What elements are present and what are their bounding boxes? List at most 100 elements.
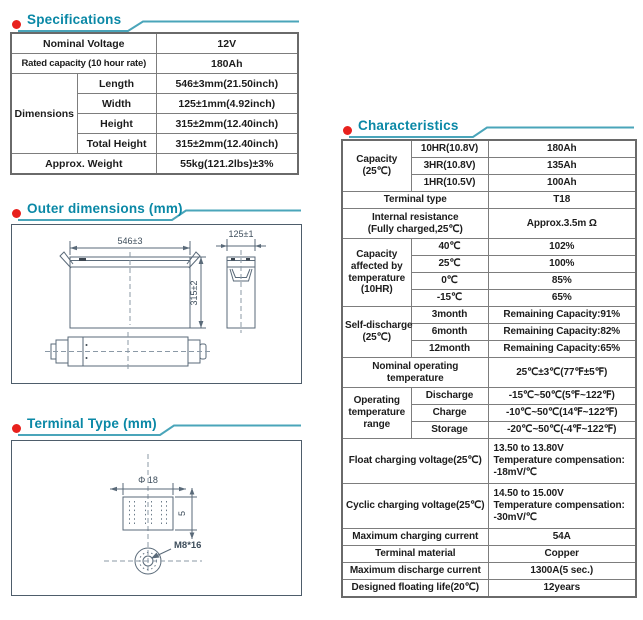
- value-line: Temperature compensation:: [493, 500, 625, 512]
- terminal-type-section-header: Terminal Type (mm): [10, 415, 302, 439]
- characteristics-section-header: Characteristics: [341, 117, 635, 141]
- label-line: Internal resistance: [372, 211, 459, 223]
- terminal-thread-label: M8*16: [174, 540, 201, 551]
- nominal-temp-label-cell: Nominal operating temperature: [341, 357, 489, 388]
- height-dimension-label: 315±2: [189, 281, 199, 306]
- table-row: Capacity affected by temperature (10HR) …: [341, 238, 637, 307]
- value-cell: Approx.3.5m Ω: [487, 208, 637, 239]
- label-line: (25℃): [362, 166, 391, 177]
- specifications-section-header: Specifications: [10, 11, 300, 35]
- table-row: Nominal Voltage 12V: [10, 32, 299, 54]
- sub-label-cell: 25℃: [410, 255, 489, 273]
- internal-resistance-label-cell: Internal resistance (Fully charged,25℃): [341, 208, 489, 239]
- outer-dimensions-drawing-panel: 546±3 315±2: [11, 224, 302, 384]
- section-bullet-icon: [343, 126, 352, 135]
- label-line: Operating: [353, 395, 400, 407]
- table-row: Cyclic charging voltage(25℃) 14.50 to 15…: [341, 483, 637, 529]
- spec-sublabel-cell: Width: [76, 93, 157, 114]
- value-cell: 102%: [487, 238, 637, 256]
- spec-label-cell: Approx. Weight: [10, 153, 157, 175]
- specifications-table: Nominal Voltage 12V Rated capacity (10 h…: [10, 32, 300, 175]
- outer-dimensions-section-header: Outer dimensions (mm): [10, 200, 302, 224]
- value-cell: Remaining Capacity:65%: [487, 340, 637, 358]
- label-cell: Maximum discharge current: [341, 562, 489, 580]
- sub-label-cell: 40℃: [410, 238, 489, 256]
- spec-value-cell: 546±3mm(21.50inch): [155, 73, 299, 94]
- sub-label-cell: 0℃: [410, 272, 489, 290]
- width-dimension-label: 125±1: [229, 229, 254, 239]
- table-row: Charge -10℃~50℃(14℉~122℉): [342, 404, 637, 422]
- spec-sublabel-cell: Height: [76, 113, 157, 134]
- table-row: Self-discharge (25℃) 3month Remaining Ca…: [341, 306, 637, 358]
- value-cell: T18: [487, 191, 637, 209]
- table-row: 12month Remaining Capacity:65%: [342, 340, 637, 358]
- length-dimension-label: 546±3: [118, 236, 143, 246]
- value-cell: 54A: [487, 528, 637, 546]
- label-line: temperature: [348, 407, 406, 419]
- table-row: Operating temperature range Discharge -1…: [341, 387, 637, 439]
- outer-dimensions-drawing: 546±3 315±2: [45, 229, 266, 372]
- table-row: Height 315±2mm(12.40inch): [11, 113, 299, 134]
- spec-value-cell: 125±1mm(4.92inch): [155, 93, 299, 114]
- value-cell: 13.50 to 13.80V Temperature compensation…: [487, 438, 637, 484]
- label-line: Self-discharge: [345, 320, 413, 332]
- table-row: Maximum discharge current 1300A(5 sec.): [341, 562, 637, 580]
- value-cell: 180Ah: [487, 139, 637, 158]
- label-line: (Fully charged,25℃): [367, 223, 463, 235]
- table-row: Total Height 315±2mm(12.40inch): [11, 133, 299, 154]
- value-cell: Remaining Capacity:82%: [487, 323, 637, 341]
- terminal-height-label: 5: [177, 511, 187, 516]
- side-handle: [229, 268, 253, 282]
- value-cell: 1300A(5 sec.): [487, 562, 637, 580]
- label-line: temperature: [386, 372, 444, 384]
- label-line: temperature: [348, 272, 406, 284]
- header-swoosh-line: [349, 126, 634, 138]
- label-cell: Terminal type: [341, 191, 489, 209]
- label-cell: Maximum charging current: [341, 528, 489, 546]
- value-line: -18mV/℃: [493, 466, 537, 478]
- left-handle: [59, 251, 74, 269]
- sub-label-cell: 3month: [410, 306, 489, 324]
- sub-label-cell: 1HR(10.5V): [410, 174, 489, 192]
- label-line: Capacity: [356, 248, 398, 260]
- self-discharge-group-label-cell: Self-discharge (25℃): [341, 306, 413, 358]
- label-line: (10HR): [360, 284, 393, 296]
- terminal-type-drawing-panel: Φ 18 5: [11, 440, 302, 596]
- sub-label-cell: Discharge: [410, 387, 489, 405]
- value-cell: 25℃±3℃(77℉±5℉): [487, 357, 637, 388]
- spec-value-cell: 180Ah: [155, 53, 299, 74]
- label-line: Capacity: [356, 154, 398, 166]
- value-cell: -15℃~50℃(5℉~122℉): [487, 387, 637, 405]
- right-handle: [186, 251, 201, 269]
- table-row: 25℃ 100%: [342, 255, 637, 273]
- spec-sublabel-cell: Total Height: [76, 133, 157, 154]
- spec-label-cell: Nominal Voltage: [10, 32, 157, 54]
- value-cell: -10℃~50℃(14℉~122℉): [487, 404, 637, 422]
- table-row: -15℃ 65%: [342, 289, 637, 307]
- battery-top-view: [45, 332, 213, 372]
- value-cell: 100%: [487, 255, 637, 273]
- table-row: Maximum charging current 54A: [341, 528, 637, 546]
- spec-sublabel-cell: Length: [76, 73, 157, 94]
- value-cell: Copper: [487, 545, 637, 563]
- label-line: range: [363, 418, 391, 430]
- section-bullet-icon: [12, 209, 21, 218]
- sub-label-cell: 6month: [410, 323, 489, 341]
- terminal-type-drawing: Φ 18 5: [104, 454, 202, 575]
- value-cell: 85%: [487, 272, 637, 290]
- table-row: Rated capacity (10 hour rate) 180Ah: [10, 53, 299, 74]
- value-line: Temperature compensation:: [493, 455, 625, 467]
- terminal-diameter-label: Φ 18: [138, 475, 158, 485]
- label-cell: Terminal material: [341, 545, 489, 563]
- section-bullet-icon: [12, 20, 21, 29]
- section-bullet-icon: [12, 424, 21, 433]
- sub-label-cell: 3HR(10.8V): [410, 157, 489, 175]
- value-cell: 12years: [487, 579, 637, 598]
- label-cell: Designed floating life(20℃): [341, 579, 489, 598]
- characteristics-table: Capacity (25℃) 10HR(10.8V) 180Ah 3HR(10.…: [341, 139, 637, 598]
- label-line: Nominal operating: [372, 360, 459, 372]
- spec-label-cell: Rated capacity (10 hour rate): [10, 53, 157, 74]
- value-line: 14.50 to 15.00V: [493, 488, 564, 500]
- table-row: Float charging voltage(25℃) 13.50 to 13.…: [341, 438, 637, 484]
- capacity-temp-group-label-cell: Capacity affected by temperature (10HR): [341, 238, 412, 307]
